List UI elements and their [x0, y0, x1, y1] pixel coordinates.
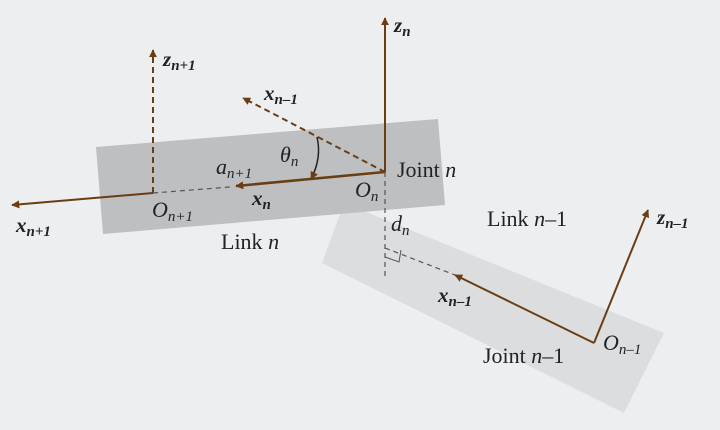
common-normal-dashed-line: [152, 186, 231, 194]
d-n-label: dn: [391, 211, 410, 239]
a-n-plus-1-label: an+1: [216, 154, 252, 182]
x-n-minus-1-projected-axis: [242, 97, 386, 173]
o-n-label: On: [355, 177, 378, 205]
z-n-plus-1-label: zn+1: [162, 47, 196, 74]
link-n-minus-1-label: Link n–1: [487, 206, 567, 231]
x-n-minus-1-lower-label: xn–1: [437, 283, 472, 310]
joint-n-minus-1-label: Joint n–1: [483, 343, 564, 368]
link-n-body: [96, 119, 445, 234]
x-n-minus-1-top-label: xn–1: [263, 81, 298, 108]
o-n-minus-1-label: On–1: [603, 330, 641, 358]
joint-n-label: Joint n: [397, 157, 456, 182]
link-n-minus-1-body: [322, 203, 664, 413]
z-n-label: zn: [393, 13, 411, 40]
theta-n-label: θn: [280, 142, 298, 170]
x-n-axis: [235, 170, 386, 190]
right-angle-mark: [384, 249, 402, 263]
theta-angle-arc: [310, 136, 320, 180]
link-n-label: Link n: [221, 229, 279, 254]
x-n-label: xn: [251, 186, 271, 213]
x-n-plus-1-axis: [11, 192, 154, 209]
z-n-minus-1-axis: [593, 209, 649, 344]
o-n-plus-1-label: On+1: [152, 197, 193, 225]
x-n-plus-1-label: xn+1: [15, 213, 51, 240]
x-n-minus-1-axis: [454, 274, 595, 344]
z-n-minus-1-label: zn–1: [656, 205, 689, 232]
x-n-minus-1-dashed-line: [384, 247, 456, 276]
